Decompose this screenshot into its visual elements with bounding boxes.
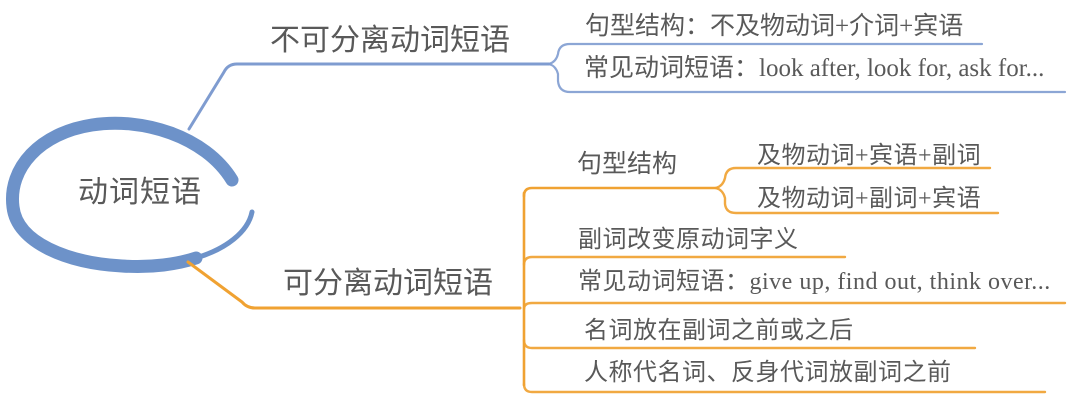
connector-branch-inseparable (187, 62, 551, 131)
node-inseparable-common-phrases: 常见动词短语：look after, look for, ask for... (584, 55, 1045, 82)
branch-separable-label: 可分离动词短语 (283, 267, 493, 300)
node-vt-adverb-object: 及物动词+副词+宾语 (757, 186, 982, 212)
node-adverb-changes-meaning: 副词改变原动词字义 (578, 227, 799, 253)
arm-adverb-meaning (522, 255, 847, 267)
root-node-label: 动词短语 (78, 176, 202, 209)
connector-branch-separable (186, 260, 522, 310)
node-vt-object-adverb: 及物动词+宾语+副词 (757, 143, 982, 169)
node-sentence-pattern: 句型结构 (577, 151, 678, 178)
node-pronoun-position: 人称代名词、反身代词放副词之前 (584, 360, 952, 386)
branch-inseparable-label: 不可分离动词短语 (270, 24, 510, 57)
brace-inseparable-child-common (547, 62, 1067, 94)
arm-sentence-pattern (522, 186, 718, 198)
brace-sentence-pattern-row1 (714, 166, 992, 190)
brace-inseparable-child-sentence (547, 42, 984, 66)
root-ellipse-main-stroke (6, 116, 239, 273)
brace-sentence-pattern-row2 (714, 186, 1000, 215)
root-ellipse-tail-stroke (193, 209, 255, 261)
node-inseparable-sentence-pattern: 句型结构：不及物动词+介词+宾语 (585, 13, 964, 40)
arm-pronoun-position (522, 382, 1047, 394)
node-noun-position: 名词放在副词之前或之后 (584, 318, 854, 344)
node-separable-common-phrases: 常见动词短语：give up, find out, think over... (578, 269, 1051, 295)
arm-noun-position (522, 338, 977, 350)
arm-common-phrases (522, 301, 1067, 311)
